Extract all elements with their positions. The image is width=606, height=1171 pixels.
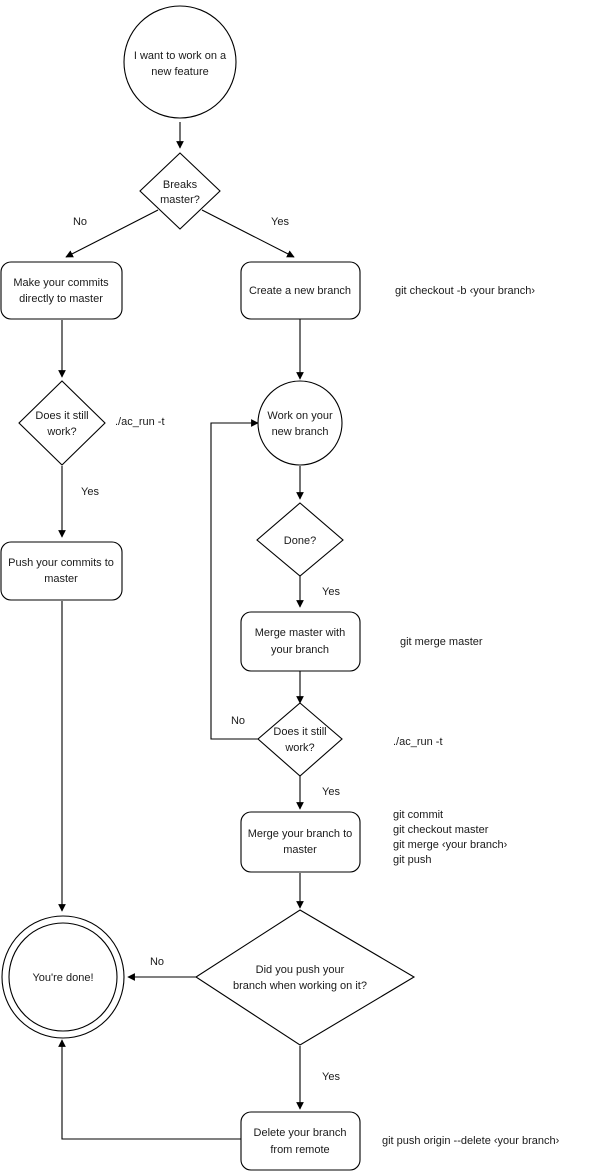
youre-done-inner-circle-shape [8, 922, 118, 1032]
done-question-diamond-shape [256, 502, 344, 577]
node-work-branch[interactable]: Work on your new branch [257, 380, 343, 466]
create-branch-rect-shape [240, 261, 361, 320]
work-branch-label-line2: new branch [272, 426, 329, 438]
delete-branch-label-line2: from remote [270, 1144, 329, 1156]
merge-master-label-line2: your branch [271, 644, 329, 656]
merge-branch-label-line1: Merge your branch to [248, 828, 353, 840]
annotation-test-left-cmd: ./ac_run -t [115, 416, 165, 428]
test-right-label-line2: work? [284, 742, 314, 754]
annotations-layer: git checkout -b ‹your branch› ./ac_run -… [115, 285, 560, 1147]
edge-label-breaks-no: No [73, 216, 87, 228]
breaks-master-diamond-shape [139, 152, 221, 230]
delete-branch-label-line1: Delete your branch [254, 1127, 347, 1139]
edges-layer [58, 122, 304, 1140]
start-circle-shape [123, 5, 237, 119]
edge-label-breaks-yes: Yes [271, 216, 289, 228]
node-test-right[interactable]: Does it still work? [257, 702, 343, 777]
edge-breaks-yes-to-create-branch [201, 209, 295, 258]
edge-test-right-no-loopback [210, 419, 260, 740]
node-done-question[interactable]: Done? [256, 502, 344, 577]
merge-master-rect-shape [240, 611, 361, 672]
merge-branch-rect-shape [240, 811, 361, 873]
annotation-create-branch-cmd: git checkout -b ‹your branch› [395, 285, 535, 297]
edge-label-test-left-yes: Yes [81, 486, 99, 498]
annotation-merge-branch-cmd-line1: git commit [393, 809, 443, 821]
edge-label-test-right-yes: Yes [322, 786, 340, 798]
node-youre-done[interactable]: You're done! [1, 915, 125, 1039]
did-you-push-diamond-shape [194, 909, 416, 1046]
annotation-merge-master-cmd: git merge master [400, 636, 483, 648]
node-make-commits[interactable]: Make your commits directly to master [0, 261, 123, 320]
delete-branch-rect-shape [240, 1111, 361, 1171]
breaks-master-label-line1: Breaks [163, 179, 198, 191]
done-question-label: Done? [284, 535, 316, 547]
youre-done-label: You're done! [32, 972, 93, 984]
start-label-line2: new feature [151, 66, 208, 78]
edge-labels-layer: No Yes Yes Yes No Yes No Yes [73, 216, 340, 1083]
start-label-line1: I want to work on a [134, 50, 227, 62]
node-merge-branch[interactable]: Merge your branch to master [240, 811, 361, 873]
node-test-left[interactable]: Does it still work? [18, 380, 106, 466]
annotation-test-right-cmd: ./ac_run -t [393, 736, 443, 748]
make-commits-rect-shape [0, 261, 123, 320]
push-commits-rect-shape [0, 541, 123, 601]
make-commits-label-line2: directly to master [19, 293, 103, 305]
merge-branch-label-line2: master [283, 844, 317, 856]
work-branch-label-line1: Work on your [267, 410, 333, 422]
push-commits-label-line2: master [44, 573, 78, 585]
test-left-label-line1: Does it still [35, 410, 88, 422]
annotation-merge-branch-cmd-line3: git merge ‹your branch› [393, 839, 508, 851]
annotation-merge-branch-cmd-line2: git checkout master [393, 824, 489, 836]
test-left-diamond-shape [18, 380, 106, 466]
did-you-push-label-line2: branch when working on it? [233, 980, 367, 992]
node-start[interactable]: I want to work on a new feature [123, 5, 237, 119]
node-did-you-push[interactable]: Did you push your branch when working on… [194, 909, 416, 1046]
edge-label-test-right-no: No [231, 715, 245, 727]
did-you-push-label-line1: Did you push your [256, 964, 345, 976]
edge-label-done-yes: Yes [322, 586, 340, 598]
edge-breaks-no-to-make-commits [65, 209, 159, 258]
test-right-diamond-shape [257, 702, 343, 777]
merge-master-label-line1: Merge master with [255, 627, 345, 639]
annotation-merge-branch-cmd-line4: git push [393, 854, 432, 866]
node-create-branch[interactable]: Create a new branch [240, 261, 361, 320]
push-commits-label-line1: Push your commits to [8, 557, 114, 569]
work-branch-circle-shape [257, 380, 343, 466]
edge-label-did-you-push-yes: Yes [322, 1071, 340, 1083]
annotation-delete-branch-cmd: git push origin --delete ‹your branch› [382, 1135, 560, 1147]
test-left-label-line2: work? [46, 426, 76, 438]
node-delete-branch[interactable]: Delete your branch from remote [240, 1111, 361, 1171]
edge-label-did-you-push-no: No [150, 956, 164, 968]
make-commits-label-line1: Make your commits [13, 277, 109, 289]
node-merge-master[interactable]: Merge master with your branch [240, 611, 361, 672]
edge-delete-branch-to-done [58, 1039, 241, 1140]
node-push-commits[interactable]: Push your commits to master [0, 541, 123, 601]
test-right-label-line1: Does it still [273, 726, 326, 738]
node-breaks-master[interactable]: Breaks master? [139, 152, 221, 230]
breaks-master-label-line2: master? [160, 194, 200, 206]
create-branch-label: Create a new branch [249, 285, 351, 297]
